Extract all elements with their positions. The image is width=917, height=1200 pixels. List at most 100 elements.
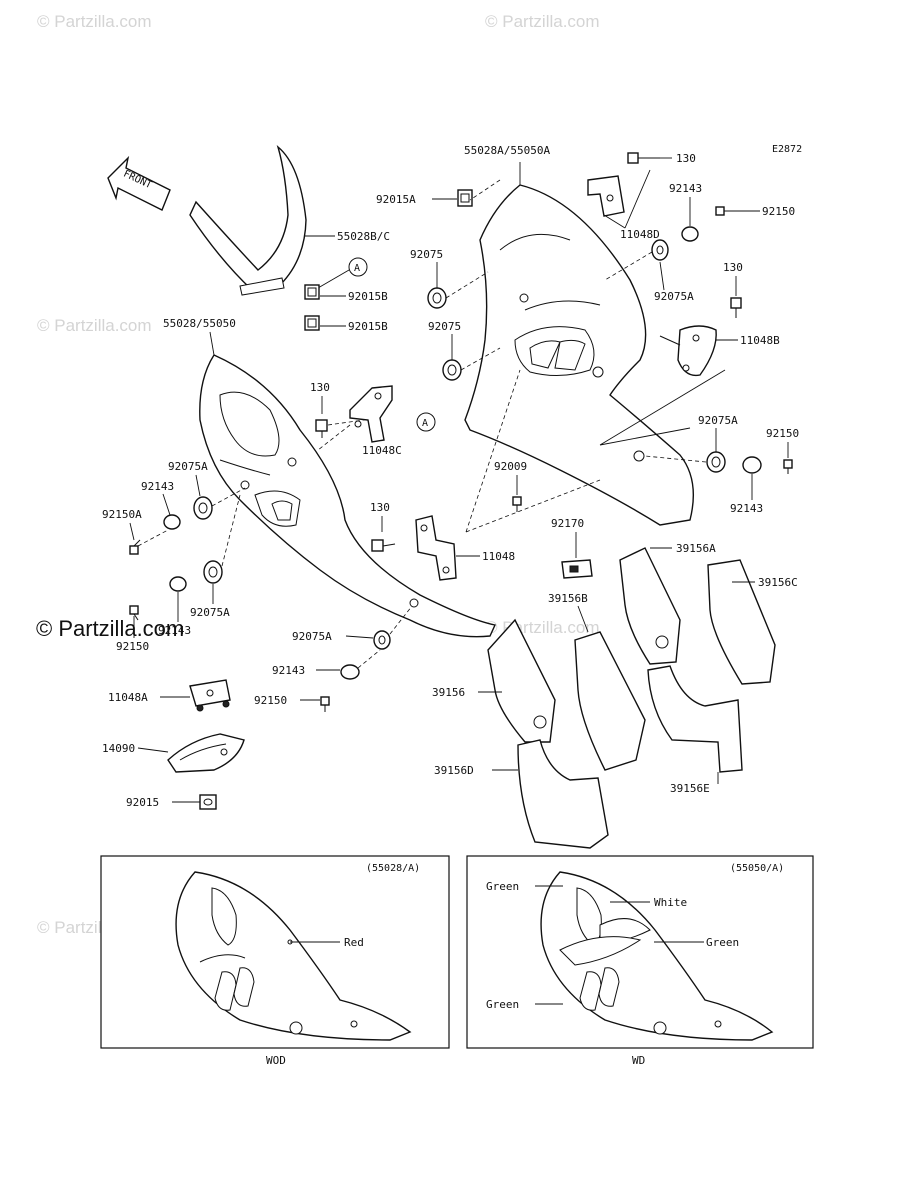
side-fairing-right — [464, 184, 695, 526]
collar-92143-icon — [169, 576, 187, 592]
label-92075a-a: 92075A — [654, 290, 694, 303]
bolt-130-icon — [730, 297, 742, 318]
label-92150-c: 92150 — [116, 640, 149, 653]
watermark-strong: © Partzilla.com — [36, 616, 185, 641]
label-11048b: 11048B — [740, 334, 780, 347]
label-92015: 92015 — [126, 796, 159, 809]
label-92075a-e: 92075A — [292, 630, 332, 643]
collar-92143-icon — [681, 226, 699, 242]
watermark: © Partzilla.com — [485, 12, 600, 31]
grommet-92075-icon — [442, 359, 462, 381]
bolt-130-icon — [371, 539, 396, 552]
bolt-92150-icon — [320, 696, 330, 712]
collar-92143-icon — [742, 456, 762, 474]
inset-55028a: (55028/A) Red WOD — [100, 855, 450, 1067]
label-92009: 92009 — [494, 460, 527, 473]
label-11048d: 11048D — [620, 228, 660, 241]
label-92075-a: 92075 — [410, 248, 443, 261]
grommet-92075a-icon — [203, 560, 223, 584]
insulator-39156-icon — [487, 618, 556, 743]
label-92150-d: 92150 — [254, 694, 287, 707]
duct-14090-icon — [167, 733, 245, 773]
upper-cowl-55028bc — [189, 145, 307, 296]
bracket-11048-icon — [415, 515, 457, 581]
front-arrow-icon: FRONT — [107, 155, 171, 211]
label-92015a: 92015A — [376, 193, 416, 206]
grommet-92075a-icon — [373, 630, 391, 650]
grommet-92075a-icon — [651, 239, 669, 261]
inset-right-color-bottom: Green — [486, 998, 519, 1011]
clip-92015b-icon — [304, 284, 320, 300]
clip-92170-icon — [561, 559, 593, 579]
inset-right-caption: WD — [632, 1054, 645, 1067]
grommet-92075a-icon — [706, 451, 726, 473]
side-fairing-left — [199, 354, 497, 638]
label-130-d: 130 — [370, 501, 390, 514]
bracket-11048c-icon — [349, 385, 393, 443]
insulator-39156e-icon — [647, 665, 743, 773]
label-55028bc: 55028B/C — [337, 230, 390, 243]
label-92015b-b: 92015B — [348, 320, 388, 333]
insulator-39156b-icon — [574, 631, 646, 771]
inset-55050a: (55050/A) Green White Green Green WD — [466, 855, 814, 1067]
insulator-39156a-icon — [619, 547, 681, 665]
clip-92015a-icon — [457, 189, 473, 207]
bolt-92150-icon — [129, 605, 139, 621]
label-14090: 14090 — [102, 742, 135, 755]
inset-right-color-white: White — [654, 896, 687, 909]
callout-a-icon: A — [348, 257, 368, 277]
clip-92015b-icon — [304, 315, 320, 331]
label-11048: 11048 — [482, 550, 515, 563]
label-130-c: 130 — [310, 381, 330, 394]
callout-a-icon: A — [416, 412, 436, 432]
label-39156b: 39156B — [548, 592, 588, 605]
bolt-92150-icon — [715, 206, 740, 216]
inset-right-code: (55050/A) — [730, 863, 784, 874]
label-92150-a: 92150 — [762, 205, 795, 218]
bolt-92150a-icon — [129, 539, 141, 555]
label-39156: 39156 — [432, 686, 465, 699]
bolt-130-icon — [315, 419, 328, 438]
label-92150a: 92150A — [102, 508, 142, 521]
label-92075a-d: 92075A — [190, 606, 230, 619]
label-92143-a: 92143 — [669, 182, 702, 195]
watermark: © Partzilla.com — [37, 316, 152, 335]
label-92075-b: 92075 — [428, 320, 461, 333]
label-39156a: 39156A — [676, 542, 716, 555]
diagram-code: E2872 — [772, 144, 802, 155]
label-11048c: 11048C — [362, 444, 402, 457]
grommet-92075-icon — [427, 287, 447, 309]
label-92143-d: 92143 — [158, 624, 191, 637]
bracket-11048d-icon — [587, 175, 625, 217]
label-55028a-55050a: 55028A/55050A — [464, 144, 550, 157]
bracket-11048b-icon — [659, 325, 717, 377]
svg-text:A: A — [354, 263, 360, 274]
collar-92143-icon — [163, 514, 181, 530]
label-92015b-a: 92015B — [348, 290, 388, 303]
bolt-92150-icon — [783, 459, 793, 474]
screw-92009-icon — [512, 496, 522, 512]
inset-right-color-top: Green — [486, 880, 519, 893]
label-39156c: 39156C — [758, 576, 798, 589]
label-92143-e: 92143 — [272, 664, 305, 677]
label-92170: 92170 — [551, 517, 584, 530]
nut-92015-icon — [199, 794, 217, 810]
collar-92143-icon — [340, 664, 360, 680]
label-130-b: 130 — [723, 261, 743, 274]
label-92143-c: 92143 — [141, 480, 174, 493]
inset-right-color-mid: Green — [706, 936, 739, 949]
label-55028-55050: 55028/55050 — [163, 317, 236, 330]
insulator-39156d-icon — [517, 739, 609, 849]
bolt-130-icon — [627, 152, 660, 164]
label-92150-b: 92150 — [766, 427, 799, 440]
inset-left-code: (55028/A) — [366, 863, 420, 874]
label-39156d: 39156D — [434, 764, 474, 777]
inset-left-caption: WOD — [266, 1054, 286, 1067]
grommet-92075a-icon — [193, 496, 213, 520]
svg-text:A: A — [422, 418, 428, 429]
inset-left-color: Red — [344, 936, 364, 949]
label-92143-b: 92143 — [730, 502, 763, 515]
label-92075a-c: 92075A — [168, 460, 208, 473]
label-39156e: 39156E — [670, 782, 710, 795]
